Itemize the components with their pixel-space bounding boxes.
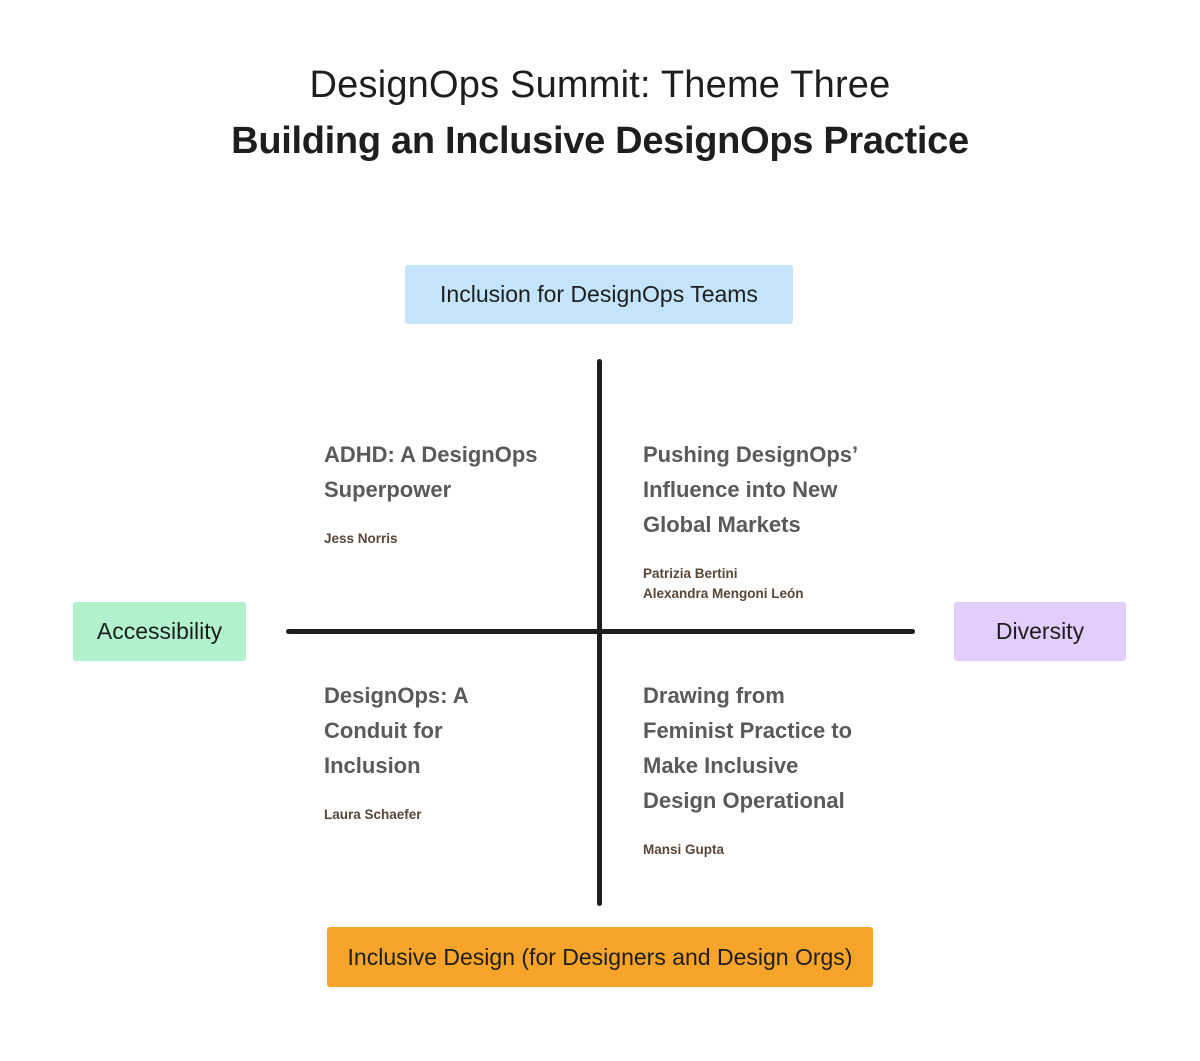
quadrant-bottom-left: DesignOps: A Conduit for Inclusion Laura… [324,678,574,825]
quadrant-bottom-right: Drawing from Feminist Practice to Make I… [643,678,893,860]
axis-label-bottom: Inclusive Design (for Designers and Desi… [327,927,873,987]
talk-title-line: Global Markets [643,512,801,537]
talk-title-line: Pushing DesignOps’ [643,442,859,467]
horizontal-axis-line [286,629,915,634]
speaker-list: Laura Schaefer [324,805,574,825]
axis-label-right: Diversity [954,602,1126,661]
speaker-name: Jess Norris [324,531,398,546]
speaker-name: Alexandra Mengoni León [643,586,804,601]
quadrant-top-right: Pushing DesignOps’ Influence into New Gl… [643,437,893,604]
talk-title-line: Design Operational [643,788,845,813]
talk-title-line: Superpower [324,477,452,502]
summit-theme-title: DesignOps Summit: Theme Three [309,64,891,106]
talk-title-line: Make Inclusive [643,753,799,778]
talk-title-line: Conduit for [324,718,443,743]
speaker-list: Jess Norris [324,529,574,549]
axis-label-left: Accessibility [73,602,246,661]
speaker-name: Laura Schaefer [324,807,422,822]
axis-label-top: Inclusion for DesignOps Teams [405,265,793,324]
speaker-list: Patrizia Bertini Alexandra Mengoni León [643,564,893,604]
talk-title: DesignOps: A Conduit for Inclusion [324,678,574,783]
talk-title: Drawing from Feminist Practice to Make I… [643,678,893,818]
talk-title-line: Drawing from [643,683,785,708]
talk-title-line: Feminist Practice to [643,718,853,743]
speaker-name: Mansi Gupta [643,842,725,857]
talk-title-line: Influence into New [643,477,838,502]
talk-title-line: DesignOps: A [324,683,469,708]
theme-headline: Building an Inclusive DesignOps Practice [231,120,969,162]
speaker-name: Patrizia Bertini [643,566,738,581]
speaker-list: Mansi Gupta [643,840,893,860]
talk-title: Pushing DesignOps’ Influence into New Gl… [643,437,893,542]
talk-title-line: ADHD: A DesignOps [324,442,538,467]
talk-title: ADHD: A DesignOps Superpower [324,437,574,507]
quadrant-top-left: ADHD: A DesignOps Superpower Jess Norris [324,437,574,549]
talk-title-line: Inclusion [324,753,421,778]
